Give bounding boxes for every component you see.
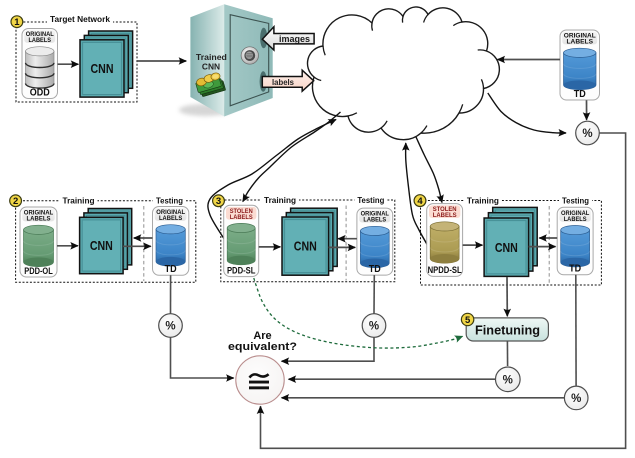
svg-text:LABELS: LABELS — [29, 37, 52, 44]
svg-text:ORIGINAL: ORIGINAL — [156, 209, 185, 216]
svg-text:%: % — [582, 128, 592, 140]
svg-text:CNN: CNN — [202, 61, 220, 71]
svg-text:ORIGINAL: ORIGINAL — [361, 211, 389, 218]
svg-text:CNN: CNN — [91, 61, 114, 76]
svg-text:PDD-OL: PDD-OL — [24, 266, 53, 276]
svg-text:TD: TD — [369, 263, 381, 275]
svg-text:CNN: CNN — [495, 240, 518, 255]
svg-text:%: % — [571, 393, 581, 405]
svg-text:Testing: Testing — [156, 197, 183, 206]
svg-text:ORIGINAL: ORIGINAL — [561, 210, 590, 217]
svg-text:2: 2 — [13, 196, 18, 207]
svg-text:LABELS: LABELS — [230, 214, 253, 221]
svg-text:Finetuning: Finetuning — [475, 322, 540, 337]
svg-text:LABELS: LABELS — [27, 216, 51, 223]
svg-text:LABELS: LABELS — [363, 217, 386, 224]
svg-text:CNN: CNN — [294, 239, 317, 254]
svg-text:images: images — [279, 34, 310, 44]
svg-text:LABELS: LABELS — [159, 215, 182, 222]
svg-text:Are: Are — [253, 330, 271, 342]
svg-text:STOLEN: STOLEN — [230, 208, 253, 215]
svg-text:LABELS: LABELS — [433, 212, 457, 219]
svg-text:ODD: ODD — [30, 86, 50, 98]
svg-text:LABELS: LABELS — [567, 39, 594, 46]
svg-text:labels: labels — [272, 77, 294, 87]
svg-text:5: 5 — [465, 315, 471, 326]
svg-text:Training: Training — [467, 196, 499, 205]
svg-text:Training: Training — [264, 196, 296, 205]
svg-text:%: % — [503, 374, 513, 386]
svg-text:%: % — [165, 321, 175, 333]
svg-text:LABELS: LABELS — [564, 216, 587, 223]
svg-text:Training: Training — [63, 197, 95, 206]
svg-text:STOLEN: STOLEN — [433, 206, 457, 213]
svg-text:Target Network: Target Network — [50, 15, 111, 24]
svg-text:ORIGINAL: ORIGINAL — [564, 33, 596, 40]
svg-text:PDD-SL: PDD-SL — [227, 265, 256, 275]
svg-text:Trained: Trained — [196, 52, 227, 62]
svg-text:4: 4 — [417, 196, 423, 207]
svg-text:CNN: CNN — [90, 238, 113, 253]
svg-text:Testing: Testing — [357, 196, 384, 205]
svg-text:TD: TD — [569, 263, 581, 275]
svg-text:%: % — [369, 321, 379, 333]
svg-text:Testing: Testing — [562, 196, 589, 205]
svg-text:ORIGINAL: ORIGINAL — [26, 31, 54, 38]
svg-text:NPDD-SL: NPDD-SL — [428, 265, 462, 275]
svg-text:TD: TD — [574, 88, 586, 100]
svg-text:TD: TD — [165, 263, 177, 275]
svg-text:1: 1 — [14, 17, 20, 28]
svg-text:equivalent?: equivalent? — [228, 341, 297, 353]
svg-text:ORIGINAL: ORIGINAL — [24, 210, 54, 217]
svg-text:3: 3 — [216, 196, 221, 207]
